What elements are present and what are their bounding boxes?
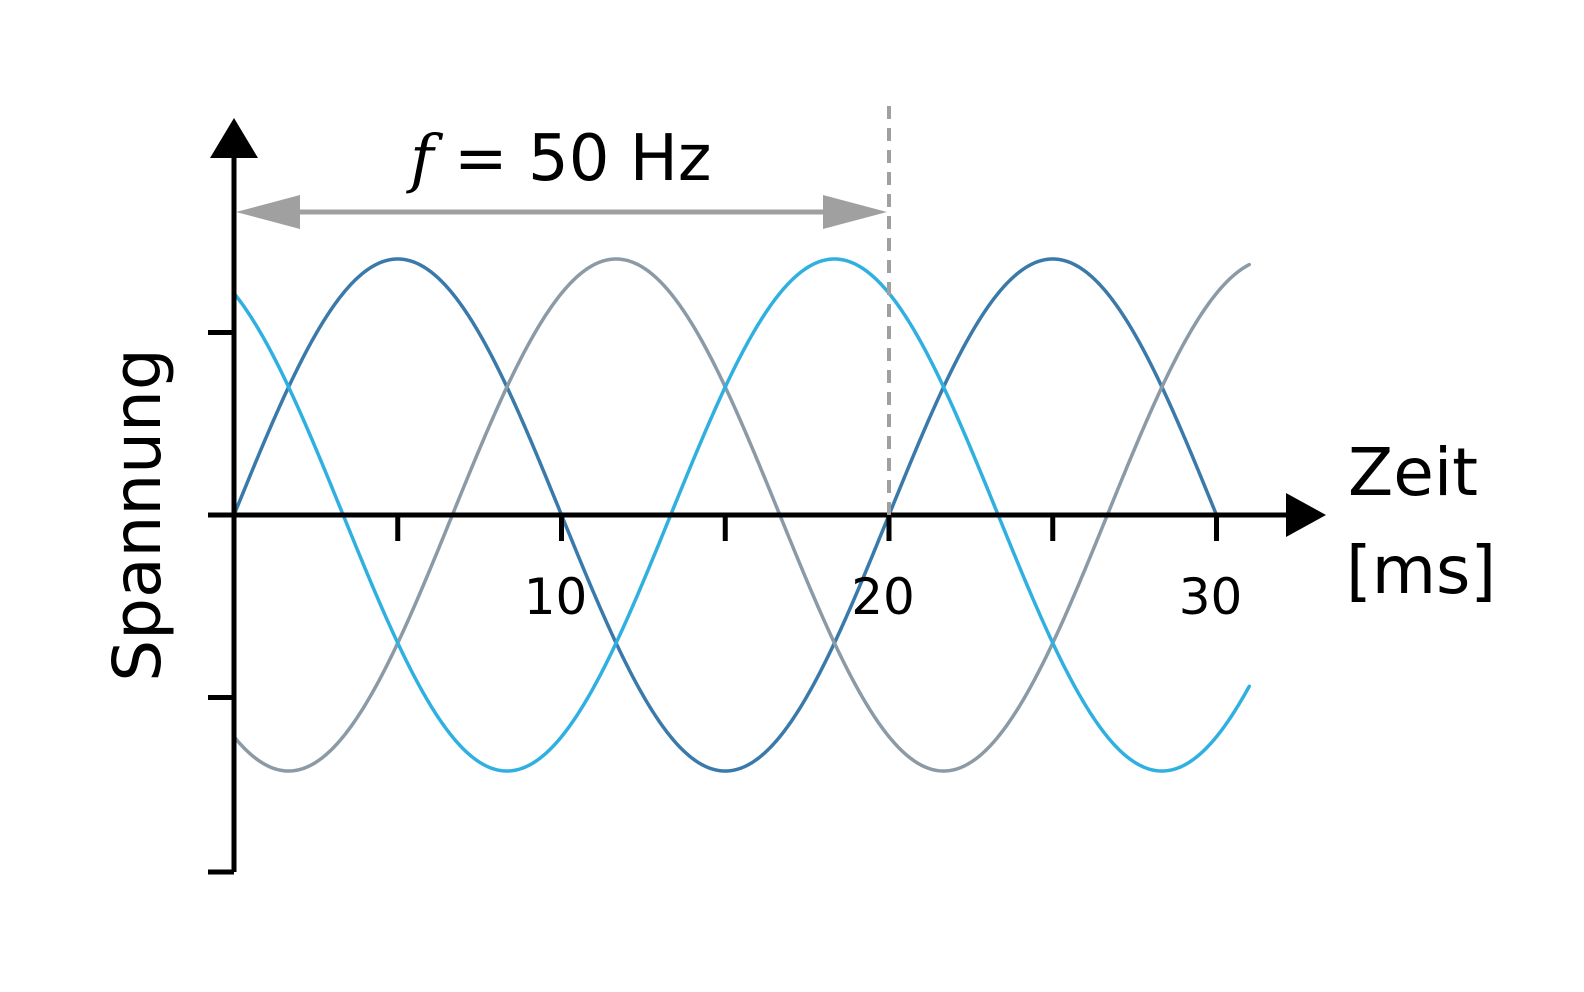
x-tick-label: 10 [524,568,588,626]
x-tick-label: 20 [851,568,915,626]
frequency-value: = 50 Hz [434,122,712,196]
x-axis-label-line-2: [ms] [1346,532,1496,609]
period-arrowhead-left [236,195,300,229]
x-axis-arrowhead [1286,493,1326,537]
period-arrowhead-right [823,195,887,229]
y-axis-label: Spannung [99,348,176,681]
x-tick-label: 30 [1179,568,1243,626]
y-axis-arrowhead [210,118,258,158]
series-line-1 [232,257,1219,773]
x-axis-label-line-1: Zeit [1348,434,1478,511]
series-line-3 [232,257,1251,773]
series-line-2 [232,257,1251,773]
frequency-annotation: f = 50 Hz [406,122,712,196]
